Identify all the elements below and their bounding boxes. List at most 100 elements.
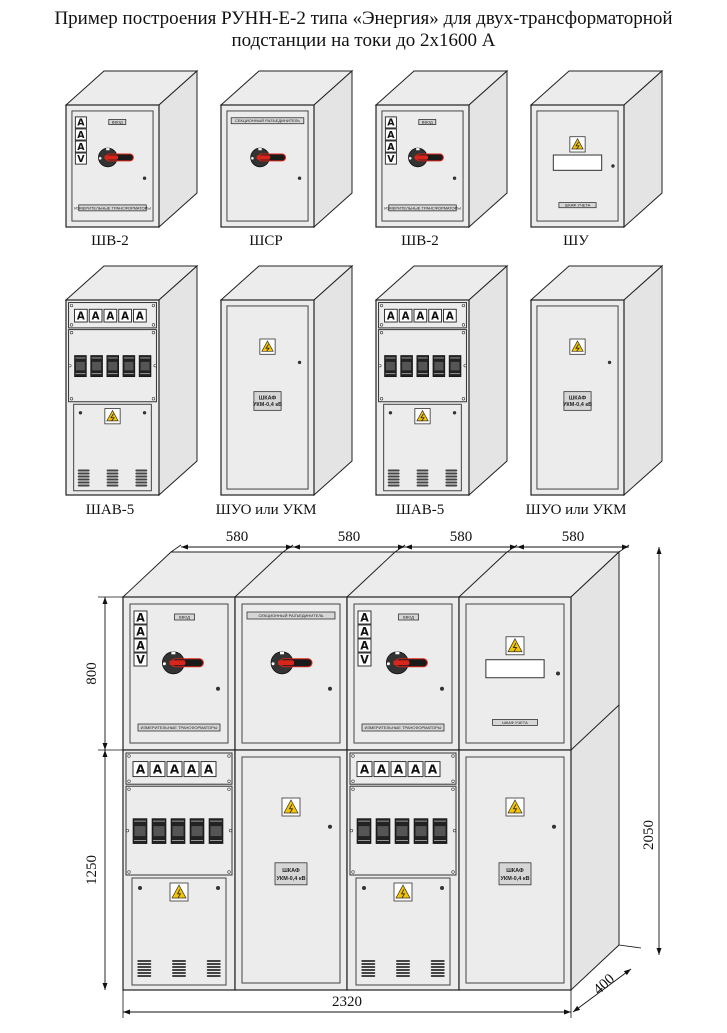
vent-grille-slot [361, 972, 376, 974]
vent-grille-slot [77, 475, 90, 478]
vent-grille-slot [361, 969, 376, 971]
meter-label-v: V [136, 653, 145, 666]
screw-icon [379, 303, 384, 308]
meter-frame [133, 610, 148, 625]
vent-grille-slot [416, 484, 429, 487]
meter-frame [357, 610, 372, 625]
meter-frame [373, 761, 390, 778]
vent-grille-slot [430, 972, 445, 974]
vent-grille-slot [206, 972, 221, 974]
door-lock-icon [440, 886, 444, 890]
screw-icon [461, 397, 466, 401]
meter-frame [74, 308, 88, 323]
cabinet-label-shuo-b: ШУО или УКМ [525, 502, 627, 518]
screw-icon [379, 323, 384, 327]
cabinet-side [313, 264, 353, 497]
switch-position-marker [98, 157, 102, 160]
vent-grille-slot [445, 484, 458, 487]
breaker-toggle [124, 361, 134, 371]
metering-cabinet-label-text: ШКАФ УЧЕТА [565, 203, 591, 208]
vent-grille-slot [387, 481, 400, 484]
vent-grille-slot [77, 469, 90, 472]
door-lock-icon [552, 824, 556, 829]
breaker-toggle [434, 826, 446, 837]
breaker-toggle [396, 826, 408, 837]
depth-dimension-line [572, 968, 632, 1013]
meter-label-a: A [411, 763, 421, 777]
cabinet-side [158, 264, 198, 497]
meter-label-a: A [77, 311, 85, 322]
vent-grille-slot [416, 472, 429, 475]
meter-frame [200, 761, 217, 778]
meter-frame [428, 308, 442, 323]
meter-label-a: A [402, 311, 410, 322]
vent-grille-slot [430, 966, 445, 968]
vvod-label-text: ВВОД [112, 120, 123, 125]
vent-grille-slot [445, 469, 458, 472]
vent-grille-slot [430, 963, 445, 965]
vent-grille-slot [135, 475, 148, 478]
vvod-label-plate [418, 119, 437, 125]
meter-label-a: A [121, 311, 129, 322]
screw-icon [151, 331, 156, 335]
cabinet-label-shv2-b: ШВ-2 [401, 233, 439, 249]
meter-label-a: A [360, 611, 369, 624]
ukm-label-plate [498, 862, 532, 886]
switch-position-marker [162, 662, 166, 666]
meter-frame [384, 116, 397, 129]
meter-frame [132, 761, 149, 778]
ukm-label-line1: ШКАФ [569, 395, 587, 401]
vent-grille-slot [106, 478, 119, 481]
breaker-toggle [377, 826, 389, 837]
cabinet-label-shav5-b: ШАВ-5 [395, 502, 445, 518]
vent-grille-slot [387, 472, 400, 475]
vent-grille-slot [416, 469, 429, 472]
vvod-label-text: ВВОД [179, 615, 190, 620]
meter-label-a: A [136, 639, 145, 652]
door-lock-icon [611, 164, 615, 168]
cabinet-sectional-row1-1: СЕКЦИОННЫЙ РАЗЪЕДИНИТЕЛЬ [219, 69, 354, 229]
metering-cabinet-label-plate [558, 202, 597, 209]
lower-height-label: 1250 [84, 855, 100, 885]
transformers-label-plate [137, 723, 221, 732]
screw-icon [451, 779, 455, 783]
screw-icon [227, 754, 231, 758]
vent-grille-slot [137, 960, 152, 962]
title-line-2: подстанции на токи до 2x1600 А [231, 30, 496, 51]
meter-label-v: V [360, 653, 369, 666]
screw-icon [379, 331, 384, 335]
vent-grille-slot [416, 481, 429, 484]
vent-grille-slot [387, 478, 400, 481]
ukm-label-plate [563, 391, 592, 411]
meter-frame [357, 638, 372, 653]
vent-grille-slot [135, 469, 148, 472]
lightning-bolt-icon [420, 413, 425, 422]
vent-grille-slot [106, 484, 119, 487]
vent-grille-slot [445, 472, 458, 475]
meter-label-a: A [446, 311, 454, 322]
vent-grille-slot [206, 975, 221, 977]
screw-icon [127, 870, 131, 874]
meter-label-a: A [387, 142, 395, 153]
door-lock-icon [607, 360, 612, 365]
screw-icon [227, 779, 231, 783]
width-dimension-label: 580 [226, 529, 249, 545]
vvod-label-plate [174, 613, 195, 621]
assembly-side [570, 550, 620, 992]
meter-label-a: A [136, 611, 145, 624]
extension-line [618, 544, 630, 553]
door-lock-icon [138, 886, 142, 890]
vent-grille-slot [430, 975, 445, 977]
vent-grille-slot [387, 475, 400, 478]
breaker-toggle [76, 361, 85, 371]
vent-grille-slot [172, 966, 186, 968]
vvod-label-text: ВВОД [403, 615, 414, 620]
